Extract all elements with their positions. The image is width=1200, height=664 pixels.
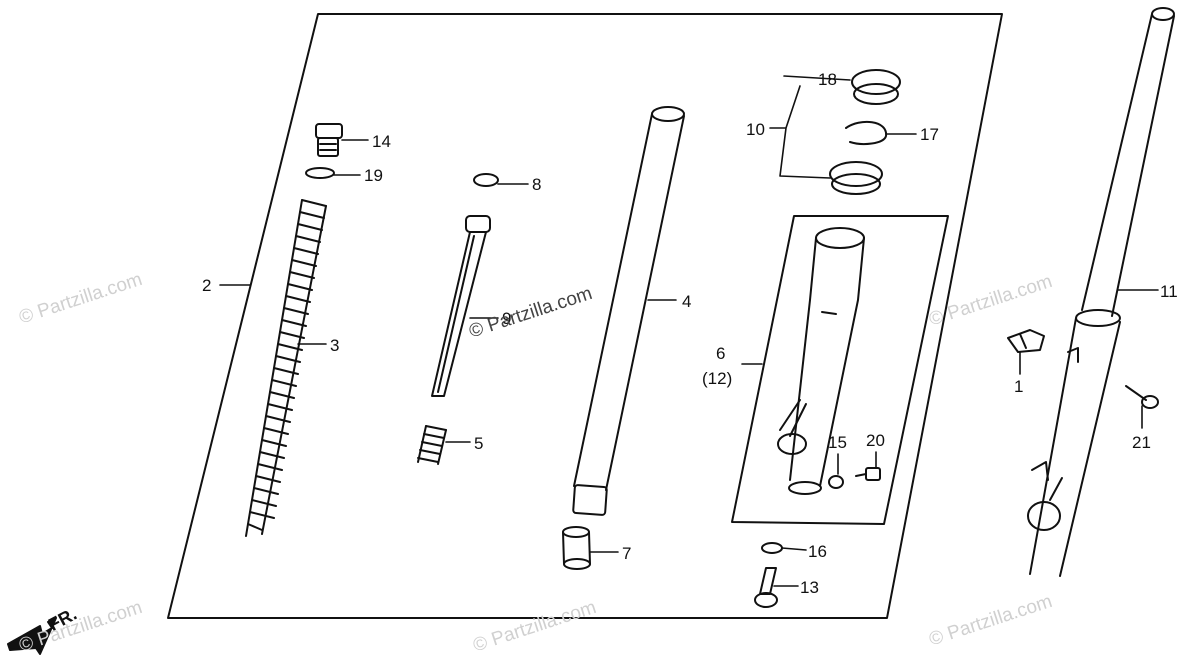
bottom-case: [777, 227, 865, 495]
damper-rod: [431, 215, 491, 397]
callout-13: 13: [800, 578, 819, 597]
callout-8: 8: [532, 175, 542, 194]
callout-20: 20: [866, 431, 885, 450]
callout-19: 19: [364, 166, 383, 185]
piston-ring: [473, 173, 499, 187]
callout-14: 14: [372, 132, 391, 151]
fork-pipe: [572, 106, 685, 516]
backup-ring: [829, 161, 883, 195]
callout-10: 10: [746, 120, 765, 139]
callout-11: 11: [1160, 282, 1178, 301]
callout-6: 6: [716, 344, 726, 363]
fork-spring: [245, 199, 327, 537]
assembly-panel-outline: [167, 13, 1003, 619]
callout-2: 2: [202, 276, 212, 295]
leader-lines: [219, 75, 1159, 587]
callout-9: 9: [502, 309, 512, 328]
fork-cap-bolt: [315, 123, 343, 157]
stopper-ring: [845, 120, 888, 145]
callout-3: 3: [330, 336, 340, 355]
callout-4: 4: [682, 292, 692, 311]
callout-1: 1: [1014, 377, 1024, 396]
callout-16: 16: [808, 542, 827, 561]
drain-bolt: [855, 467, 881, 481]
clamp-bolt: [1125, 385, 1159, 409]
slide-piece: [562, 526, 591, 570]
o-ring: [305, 167, 335, 179]
front-fork-assembly: [1027, 7, 1175, 577]
bolt-washer: [761, 542, 783, 554]
sealing-washer: [828, 475, 844, 489]
callout-12: (12): [702, 369, 733, 388]
bottom-case-group-outline: [731, 215, 949, 525]
front-direction-arrow: [7, 617, 57, 655]
callout-21: 21: [1132, 433, 1151, 452]
callout-7: 7: [622, 544, 632, 563]
oil-seal: [851, 69, 901, 105]
socket-bolt: [754, 567, 778, 608]
callout-5: 5: [474, 434, 484, 453]
callout-18: 18: [818, 70, 837, 89]
cable-clamp: [1007, 329, 1045, 353]
callout-15: 15: [828, 433, 847, 452]
rebound-spring: [417, 425, 447, 465]
callout-17: 17: [920, 125, 939, 144]
